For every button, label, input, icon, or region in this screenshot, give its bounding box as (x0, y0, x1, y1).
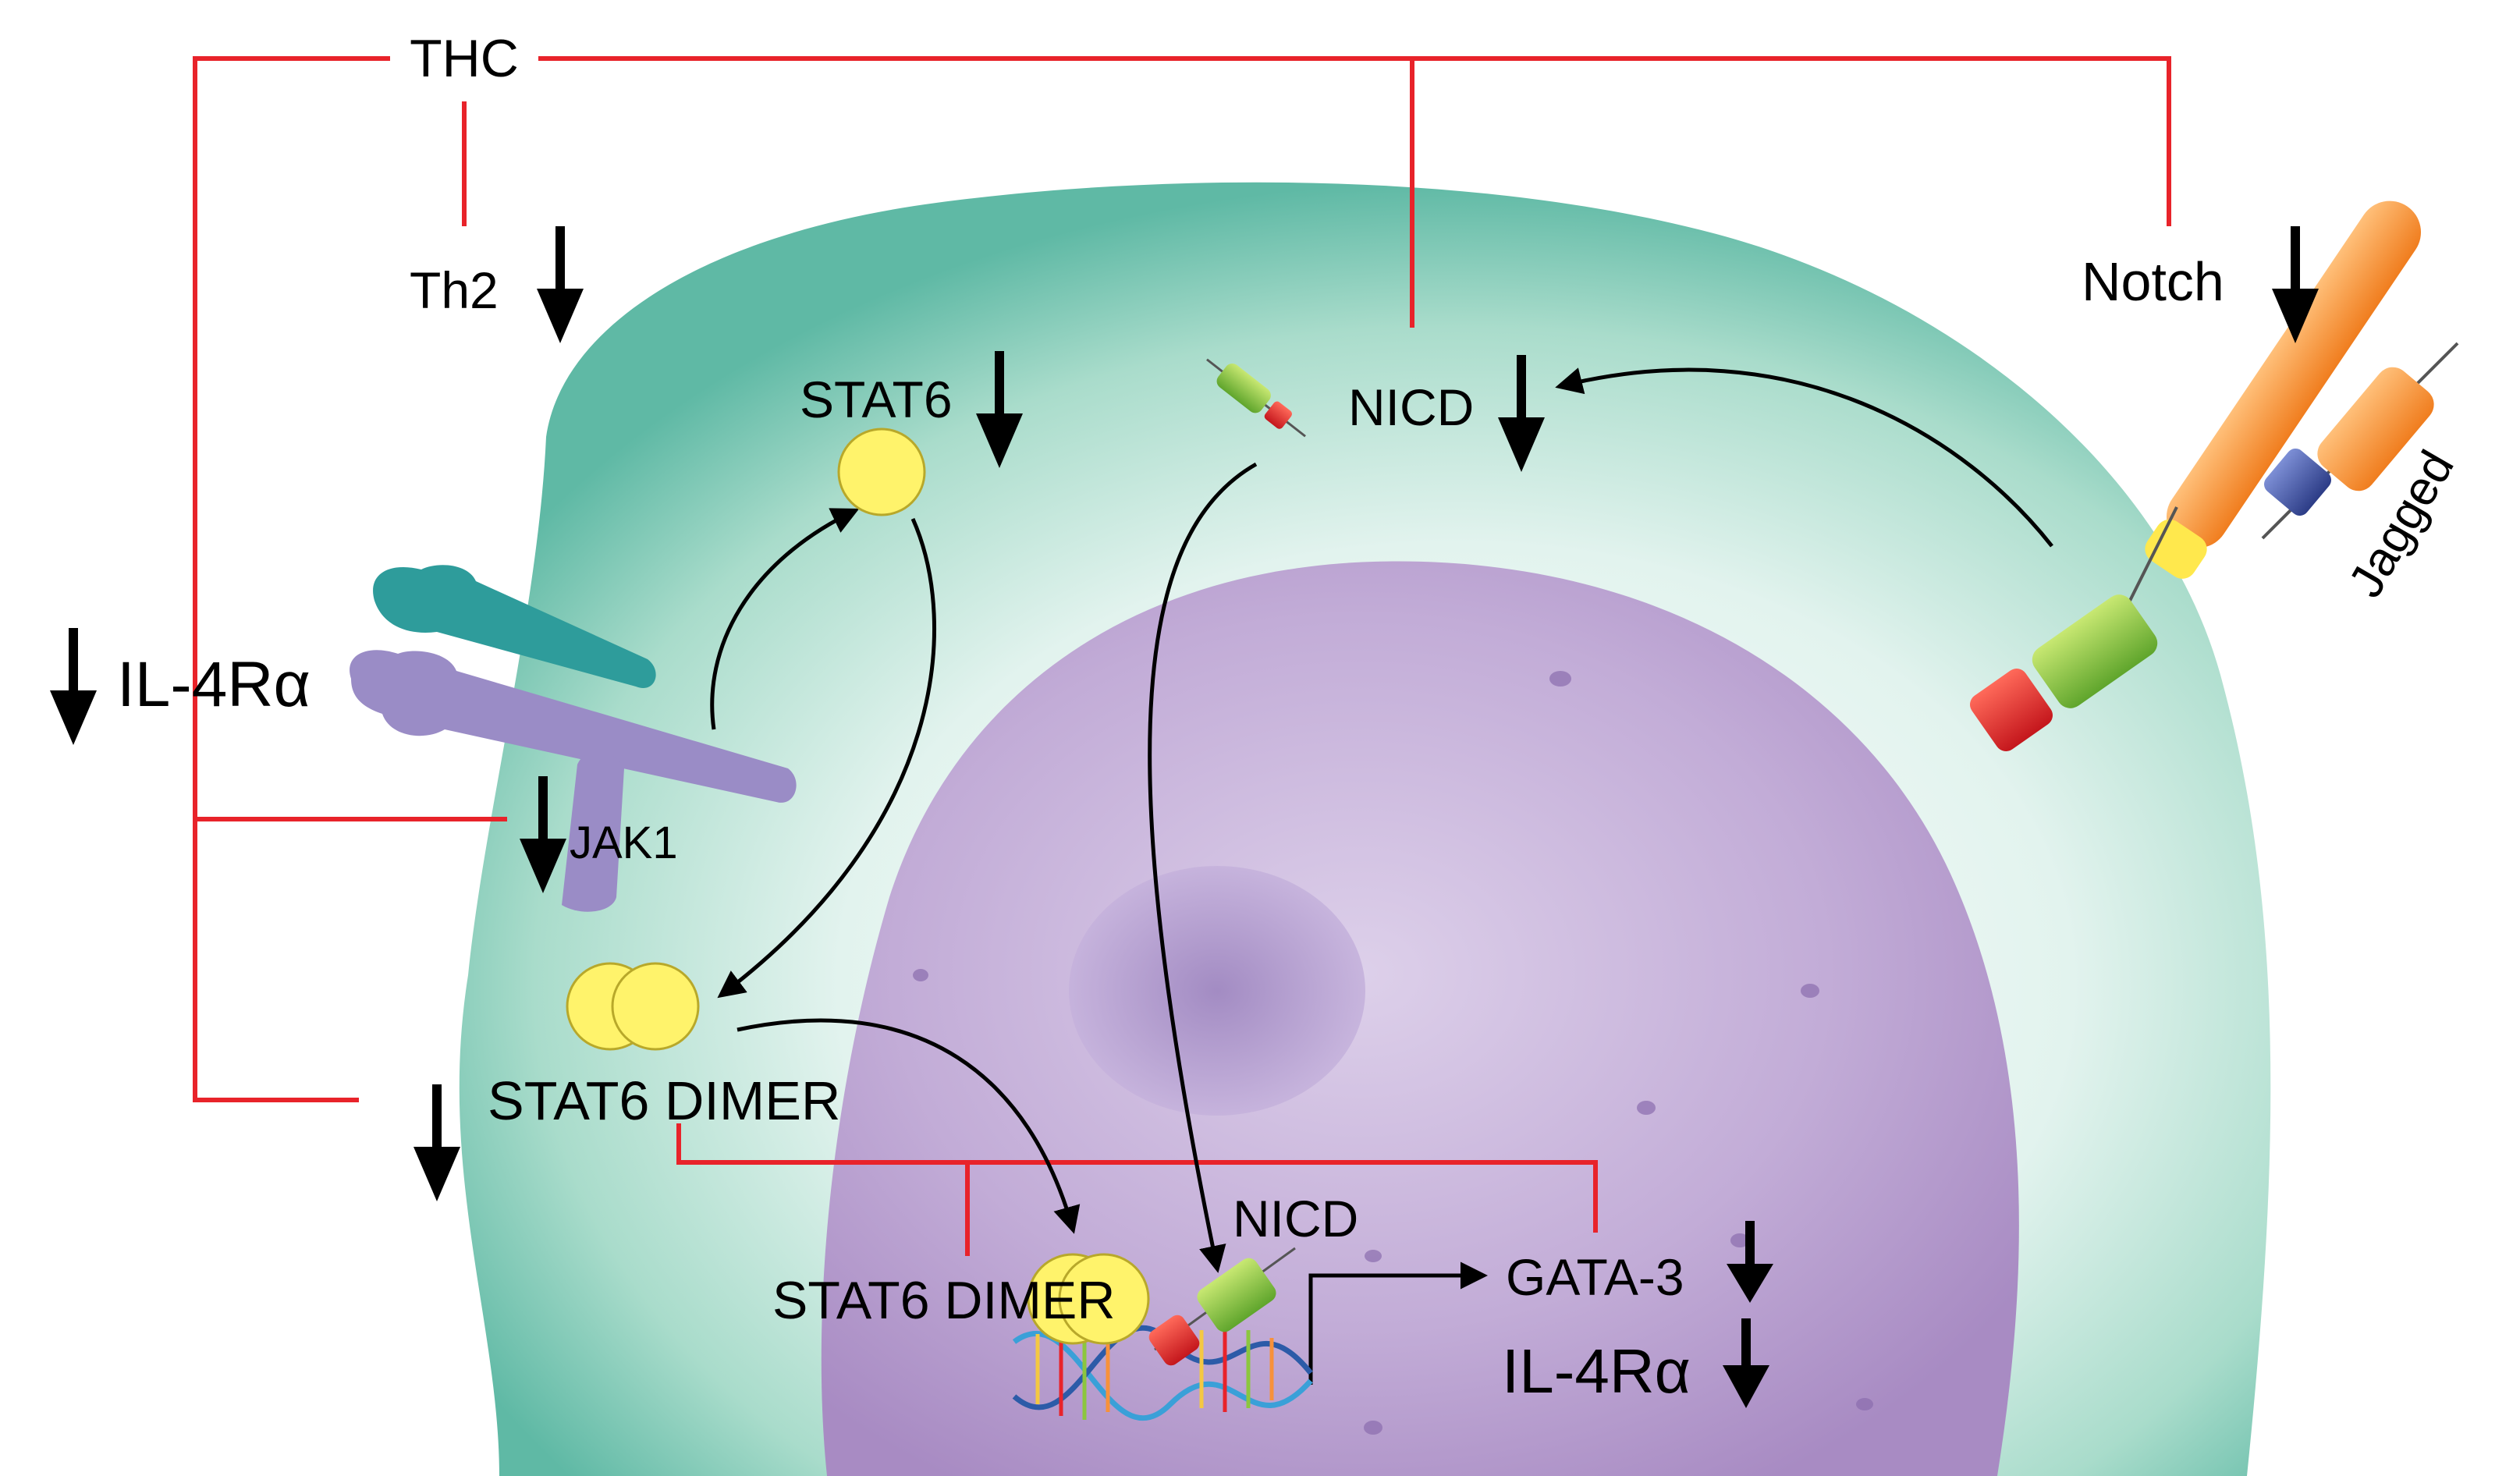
th2-label: Th2 (410, 261, 499, 319)
il4ra-nucleus-label: IL-4Rα (1502, 1336, 1691, 1406)
il4ra-label: IL-4Rα (117, 649, 311, 720)
jagged-ligand (2261, 342, 2459, 540)
stat6-monomer (837, 428, 926, 516)
stat6-dimer-cytoplasm-shape (566, 962, 700, 1051)
nucleolus (1069, 866, 1365, 1116)
gata3-down-arrow (1727, 1221, 1773, 1303)
nicd-nucleus-shape (1148, 1247, 1296, 1366)
nicd-nucleus-label: NICD (1233, 1190, 1358, 1247)
notch-label: Notch (2082, 251, 2224, 312)
il4ra-nucleus-down-arrow (1723, 1318, 1769, 1408)
nicd-cytoplasm-shape (1206, 358, 1306, 438)
pathway-arrows (710, 367, 2053, 1273)
gata3-label: GATA-3 (1506, 1248, 1684, 1306)
stat6-dimer-nucleus-label: STAT6 DIMER (772, 1271, 1116, 1330)
il4r-receptor (350, 565, 797, 912)
stat6-dimer-nucleus-shape (1027, 1253, 1150, 1345)
decrease-arrows (50, 226, 2319, 1408)
stat6-dimer-down-arrow (413, 1084, 460, 1201)
stat6-dimer-cytoplasm-label: STAT6 DIMER (488, 1070, 840, 1131)
nucleus (821, 561, 2019, 1476)
inhibition-lines (193, 56, 2171, 1256)
nuclear-pores (913, 671, 1873, 1435)
notch-receptor (1970, 200, 2422, 751)
jak1-label: JAK1 (570, 818, 678, 868)
nicd-cytoplasm-label: NICD (1348, 378, 1474, 436)
stat6-label: STAT6 (800, 371, 953, 428)
th2-down-arrow (537, 226, 584, 343)
il4ra-down-arrow (50, 628, 97, 745)
notch-down-arrow (2272, 226, 2319, 343)
thc-label: THC (410, 29, 519, 88)
stat6-down-arrow (976, 351, 1023, 468)
transcription-arrow (1308, 1261, 1488, 1385)
nicd-down-arrow (1498, 355, 1545, 472)
jak1-down-arrow (520, 776, 566, 893)
